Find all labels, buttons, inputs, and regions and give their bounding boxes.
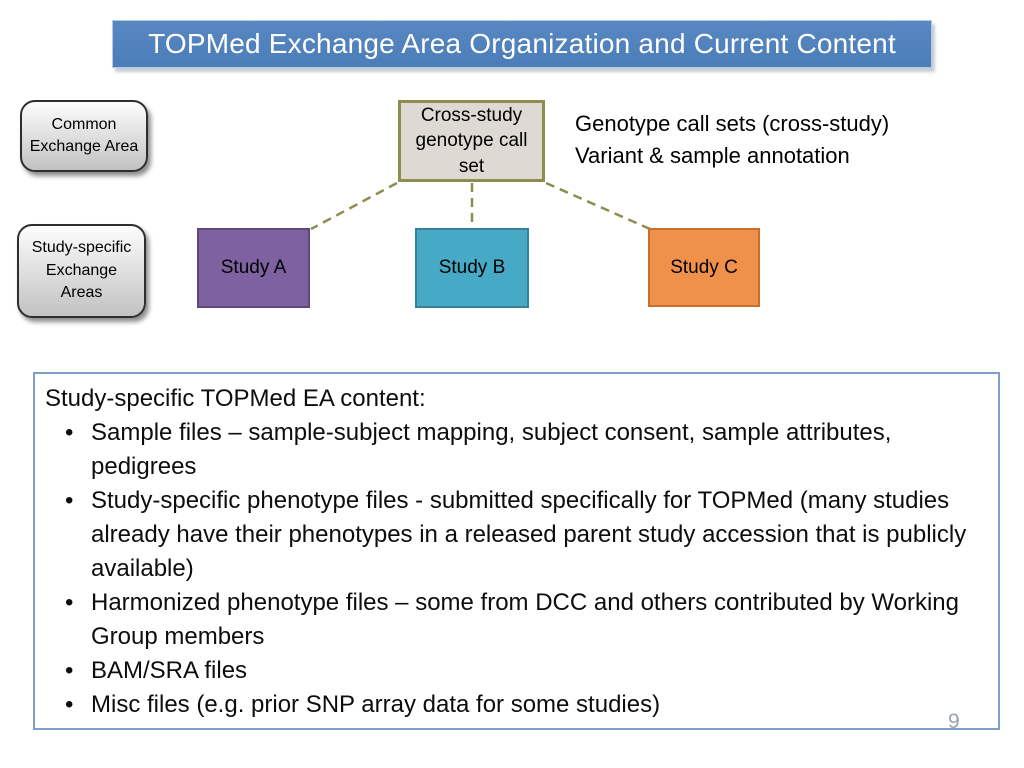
genotype-annotation-line2: Variant & sample annotation (575, 142, 850, 168)
study-b-label: Study B (438, 257, 506, 278)
content-bullet-list: Sample files – sample-subject mapping, s… (45, 416, 986, 722)
study-c-label: Study C (670, 256, 738, 278)
content-heading: Study-specific TOPMed EA content: (45, 385, 426, 412)
study-a-box: Study A (197, 228, 310, 308)
page-number: 9 (948, 710, 960, 733)
cross-study-genotype-box: Cross-study genotype call set (398, 100, 545, 182)
connector-to-study-c (545, 181, 651, 231)
study-c-box: Study C (648, 228, 760, 307)
genotype-annotation-line1: Genotype call sets (cross-study) (575, 111, 890, 136)
common-exchange-area-label: Common Exchange Area (29, 115, 139, 155)
bullet-phenotype-files: Study-specific phenotype files - submitt… (45, 484, 986, 586)
study-specific-content-box: Study-specific TOPMed EA content: Sample… (33, 372, 1000, 730)
bullet-sample-files: Sample files – sample-subject mapping, s… (45, 416, 986, 484)
slide-title: TOPMed Exchange Area Organization and Cu… (148, 28, 896, 59)
common-exchange-area-callout: Common Exchange Area (20, 100, 148, 172)
connector-to-study-a (310, 181, 398, 231)
genotype-annotation: Genotype call sets (cross-study) Variant… (575, 108, 955, 172)
slide-title-banner: TOPMed Exchange Area Organization and Cu… (112, 20, 932, 68)
study-specific-exchange-areas-callout: Study-specific Exchange Areas (17, 224, 146, 318)
cross-study-genotype-label: Cross-study genotype call set (415, 104, 528, 177)
study-a-label: Study A (220, 257, 287, 278)
bullet-misc-files: Misc files (e.g. prior SNP array data fo… (45, 688, 986, 722)
bullet-bam-sra-files: BAM/SRA files (45, 654, 986, 688)
study-b-box: Study B (415, 228, 529, 308)
study-specific-exchange-areas-label: Study-specific Exchange Areas (31, 239, 132, 302)
bullet-harmonized-phenotype-files: Harmonized phenotype files – some from D… (45, 586, 986, 654)
